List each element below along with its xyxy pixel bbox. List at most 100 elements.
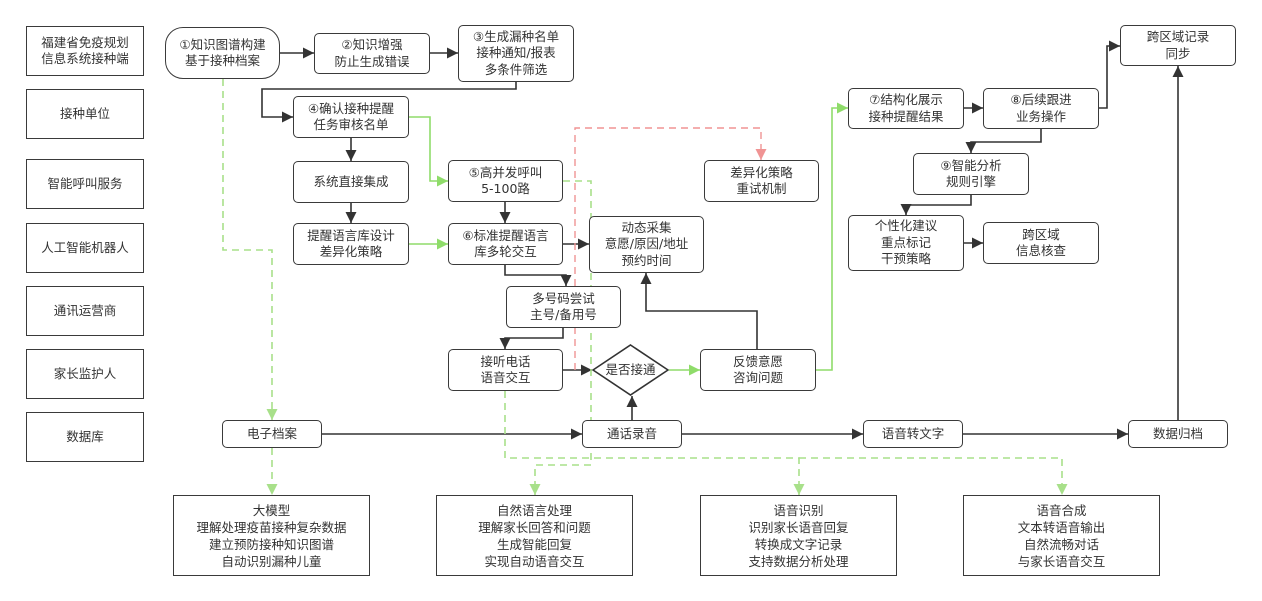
node-text-line: 接种通知/报表 xyxy=(476,45,556,61)
node-text-line: 大模型 xyxy=(252,502,291,518)
node-text-line: 同步 xyxy=(1165,45,1191,61)
node-text-line: 接种单位 xyxy=(59,105,110,121)
node-text-line: 规则引擎 xyxy=(945,174,996,189)
node-n4: ④确认接种提醒任务审核名单 xyxy=(293,96,409,138)
node-n-multi: 多号码尝试主号/备用号 xyxy=(506,286,621,328)
node-text-line: 理解家长回答和问题 xyxy=(478,519,591,535)
node-text-line: 与家长语音交互 xyxy=(1017,553,1106,569)
edge-n4-to-n5 xyxy=(409,116,448,187)
edge-n6-to-n_multi xyxy=(504,265,572,286)
node-text-line: 自动识别漏种儿童 xyxy=(221,553,322,569)
node-text-line: ⑨智能分析 xyxy=(940,157,1002,173)
node-text-line: 建立预防接种知识图谱 xyxy=(208,536,334,552)
node-text-line: 自然流畅对话 xyxy=(1023,536,1099,552)
node-text-line: 跨区域记录 xyxy=(1146,29,1210,44)
node-n-advice: 个性化建议重点标记干预策略 xyxy=(848,215,964,271)
node-text-line: 干预策略 xyxy=(880,251,931,267)
edge-n_feedback-to-n7 xyxy=(816,102,848,371)
edge-n_conn-to-n_retry xyxy=(574,127,767,370)
node-n-check: 跨区域信息核查 xyxy=(983,222,1099,264)
node-text-line: 防止生成错误 xyxy=(334,53,410,69)
node-text-line: 提醒语言库设计 xyxy=(307,227,395,243)
node-text-line: 个性化建议 xyxy=(874,218,938,234)
node-n2: ②知识增强防止生成错误 xyxy=(314,33,430,74)
node-text-line: 识别家长语音回复 xyxy=(748,519,849,535)
node-b-tts: 语音合成文本转语音输出自然流畅对话与家长语音交互 xyxy=(963,495,1160,576)
node-text-line: 差异化策略 xyxy=(730,164,793,180)
node-text-line: 基于接种档案 xyxy=(184,53,260,68)
node-text-line: 语音转文字 xyxy=(881,425,945,441)
node-n3: ③生成漏种名单接种通知/报表多条件筛选 xyxy=(458,25,574,82)
node-b-nlp: 自然语言处理理解家长回答和问题生成智能回复实现自动语音交互 xyxy=(436,495,633,576)
node-text-line: 家长监护人 xyxy=(53,365,117,381)
swimlane-label-lane-parent: 家长监护人 xyxy=(26,349,144,399)
node-text-line: 重试机制 xyxy=(736,181,787,196)
node-text-line: 任务审核名单 xyxy=(313,117,389,132)
node-text-line: 通话录音 xyxy=(606,425,657,441)
node-text-line: ⑦结构化展示 xyxy=(869,92,943,107)
node-n-retry: 差异化策略重试机制 xyxy=(704,160,819,202)
node-n-sync: 跨区域记录同步 xyxy=(1120,25,1236,66)
swimlane-label-lane-telecom: 通讯运营商 xyxy=(26,286,144,336)
node-n9: ⑨智能分析规则引擎 xyxy=(913,153,1029,195)
node-text-line: 数据归档 xyxy=(1152,425,1203,441)
decision-diamond-shape xyxy=(592,344,669,396)
node-n7: ⑦结构化展示接种提醒结果 xyxy=(848,88,964,129)
node-text-line: ④确认接种提醒 xyxy=(307,100,395,116)
node-text-line: 理解处理疫苗接种复杂数据 xyxy=(196,519,347,535)
edge-n3-to-n4 xyxy=(261,82,517,123)
node-text-line: 支持数据分析处理 xyxy=(748,553,849,569)
node-text-line: 自然语言处理 xyxy=(496,502,572,518)
node-text-line: 实现自动语音交互 xyxy=(484,553,585,569)
edge-n5-to-b_nlp xyxy=(529,180,592,495)
node-text-line: 电子档案 xyxy=(246,425,297,441)
node-text-line: 差异化策略 xyxy=(319,244,383,259)
node-text-line: 多号码尝试 xyxy=(532,290,595,306)
node-text-line: 信息核查 xyxy=(1015,243,1066,258)
node-text-line: 人工智能机器人 xyxy=(41,239,129,255)
node-n-conn: 是否接通 xyxy=(592,344,669,396)
node-text-line: 语音识别 xyxy=(773,502,824,518)
swimlane-label-lane-db: 数据库 xyxy=(26,412,144,462)
node-text-line: 转换成文字记录 xyxy=(754,536,843,552)
edge-n_answer-to-b_tts xyxy=(799,457,1068,495)
node-n6: ⑥标准提醒语言库多轮交互 xyxy=(448,223,563,265)
node-text-line: ②知识增强 xyxy=(341,37,403,52)
node-text-line: 咨询问题 xyxy=(732,370,783,385)
node-n-stt: 语音转文字 xyxy=(863,420,963,448)
node-text-line: 信息系统接种端 xyxy=(41,51,129,66)
node-text-line: 系统直接集成 xyxy=(313,173,389,189)
swimlane-label-lane-fj: 福建省免疫规划信息系统接种端 xyxy=(26,26,144,76)
node-text-line: 是否接通 xyxy=(605,361,656,377)
node-b-asr: 语音识别识别家长语音回复转换成文字记录支持数据分析处理 xyxy=(700,495,897,576)
node-n-answer: 接听电话语音交互 xyxy=(448,349,563,391)
node-text-line: ③生成漏种名单 xyxy=(472,28,560,44)
node-n-sys: 系统直接集成 xyxy=(293,161,409,203)
node-text-line: 通讯运营商 xyxy=(53,302,117,318)
node-text-line: 主号/备用号 xyxy=(530,307,597,322)
edge-n9-to-n_advice xyxy=(900,195,972,215)
node-text-line: 接听电话 xyxy=(480,353,531,369)
node-text-line: 5-100路 xyxy=(481,181,530,196)
node-text-line: 意愿/原因/地址 xyxy=(604,236,689,252)
node-text-line: ⑤高并发呼叫 xyxy=(468,164,543,180)
node-text-line: ①知识图谱构建 xyxy=(179,36,266,52)
node-text-line: ⑧后续跟进 xyxy=(1010,92,1072,107)
edge-n8-to-n_sync xyxy=(1099,40,1120,109)
node-n-collect: 动态采集意愿/原因/地址预约时间 xyxy=(589,216,704,273)
node-text-line: 文本转语音输出 xyxy=(1017,519,1106,535)
node-b-llm: 大模型理解处理疫苗接种复杂数据建立预防接种知识图谱自动识别漏种儿童 xyxy=(173,495,370,576)
node-text-line: 反馈意愿 xyxy=(732,353,783,369)
edge-n_feedback-to-n_collect xyxy=(640,273,758,349)
node-text-line: 福建省免疫规划 xyxy=(41,34,129,50)
node-n8: ⑧后续跟进业务操作 xyxy=(983,88,1099,129)
node-text-line: 业务操作 xyxy=(1015,108,1066,124)
node-text-line: ⑥标准提醒语言 xyxy=(462,227,549,243)
node-n1: ①知识图谱构建基于接种档案 xyxy=(165,27,280,79)
swimlane-label-lane-call: 智能呼叫服务 xyxy=(26,159,144,209)
edge-n_multi-to-n_answer xyxy=(499,328,564,349)
edge-n1-to-n_ehr xyxy=(222,79,278,420)
